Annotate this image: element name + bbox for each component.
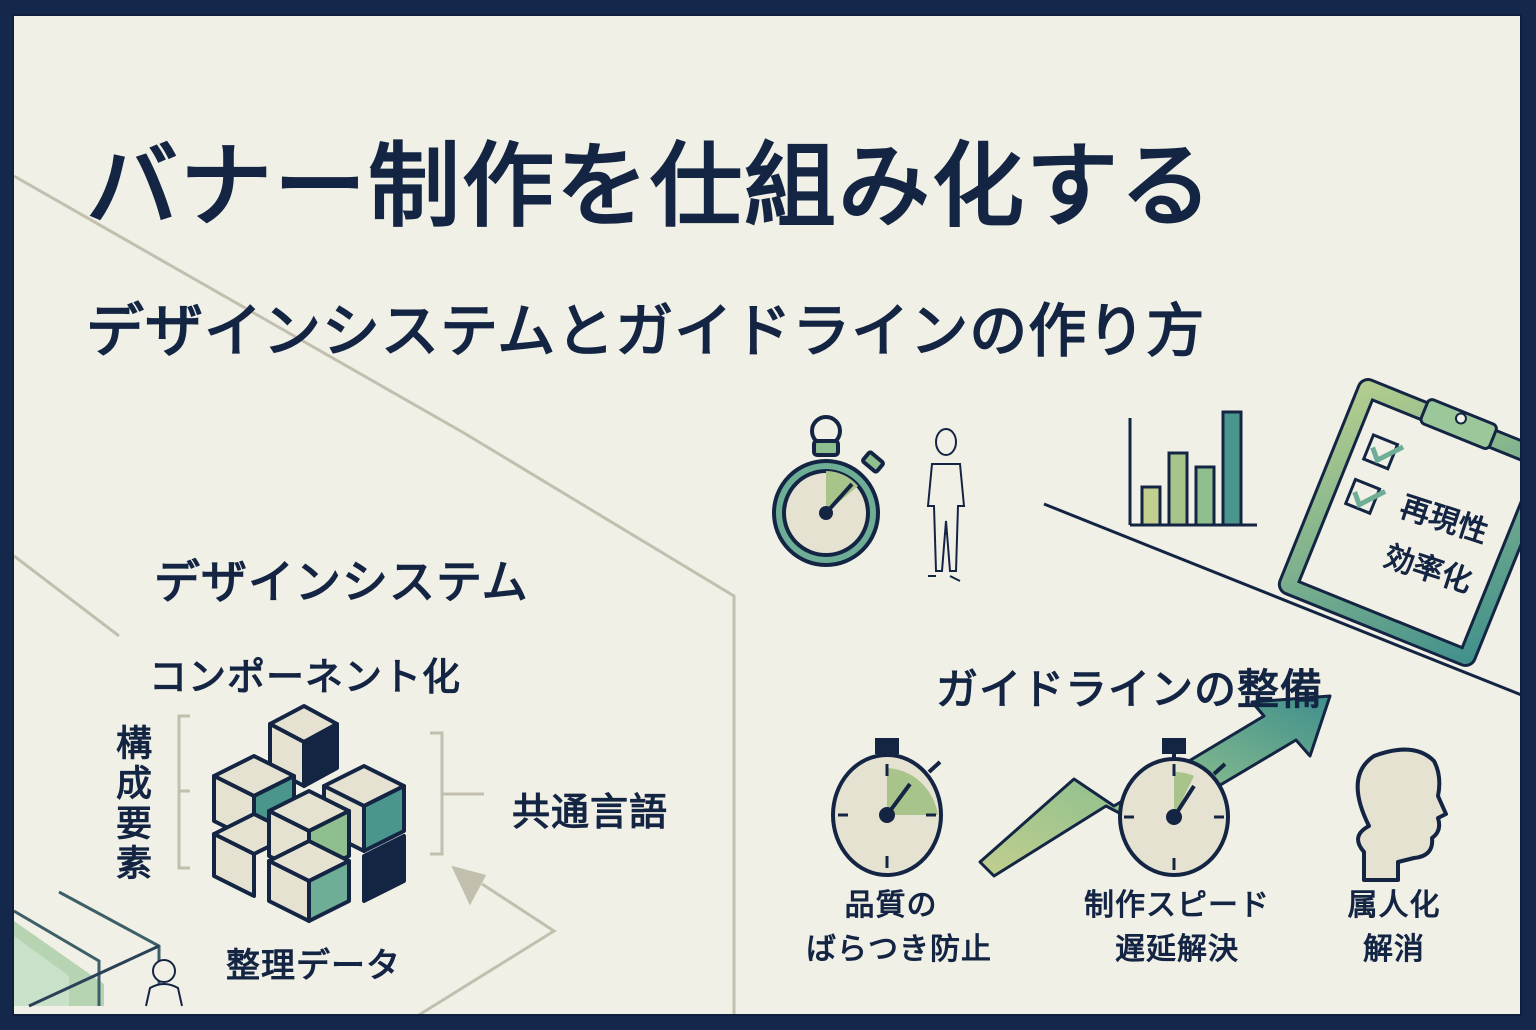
divider-line	[1043, 502, 1520, 697]
benefit-quality: 品質の ばらつき防止	[806, 884, 992, 972]
organized-data-label: 整理データ	[226, 946, 401, 986]
component-cubes-icon	[212, 704, 406, 923]
page-subtitle: デザインシステムとガイドラインの作り方	[86, 297, 1206, 365]
components-label: 構成要素	[110, 724, 151, 884]
benefit-personalization: 属人化 解消	[1334, 884, 1454, 972]
return-arrow	[417, 865, 557, 1014]
stopwatch-icon-quality	[831, 738, 943, 877]
benefit-speed: 制作スピード 遅延解決	[1072, 884, 1282, 972]
glass-box-icon	[14, 890, 161, 1008]
componentization-label: コンポーネント化	[149, 655, 462, 699]
house-outline	[14, 174, 736, 1014]
benefit-personalization-line2: 解消	[1363, 932, 1425, 967]
benefit-speed-line1: 制作スピード	[1084, 888, 1270, 923]
businessman-icon	[926, 428, 966, 582]
guideline-heading: ガイドラインの整備	[936, 665, 1324, 714]
bracket-left	[177, 714, 190, 870]
design-system-heading: デザインシステム	[154, 555, 529, 609]
person-icon	[145, 959, 183, 1007]
benefit-personalization-line1: 属人化	[1347, 888, 1441, 923]
head-profile-icon	[1355, 747, 1448, 882]
page-title: バナー制作を仕組み化する	[86, 133, 1215, 240]
infographic-frame: バナー制作を仕組み化する デザインシステムとガイドラインの作り方 デザインシステ…	[12, 14, 1522, 1016]
bar-chart-icon	[1128, 410, 1257, 527]
illustration-layer	[14, 174, 1520, 1014]
stopwatch-icon-speed	[1118, 738, 1230, 877]
benefit-quality-line2: ばらつき防止	[806, 932, 992, 967]
benefit-speed-line2: 遅延解決	[1115, 932, 1239, 967]
clipboard-icon	[1277, 378, 1520, 667]
bracket-right	[430, 731, 484, 856]
common-language-label: 共通言語	[512, 790, 669, 834]
benefit-quality-line1: 品質の	[844, 888, 938, 923]
stopwatch-icon-top	[772, 415, 885, 567]
